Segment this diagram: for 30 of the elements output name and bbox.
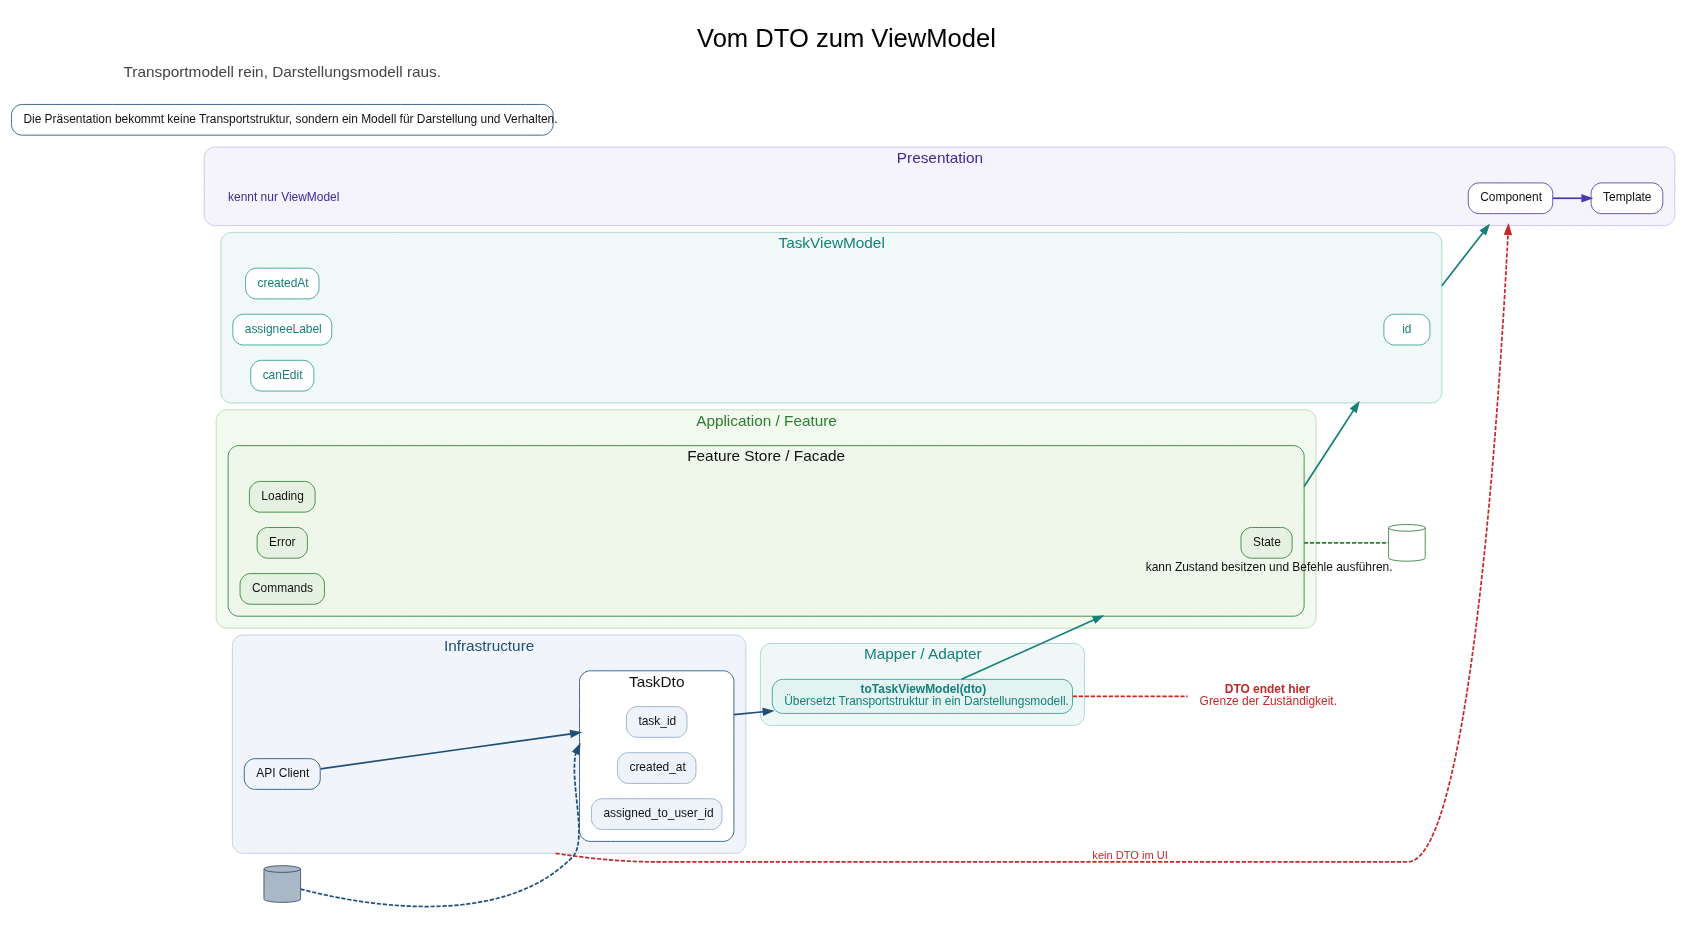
node-box: Template	[1590, 182, 1664, 214]
node-box: Component	[1467, 182, 1554, 214]
node-box: API Client	[243, 757, 321, 790]
node-box: assigneeLabel	[232, 313, 333, 345]
node-box: State	[1240, 526, 1293, 559]
arrow	[1441, 223, 1491, 286]
node-text: kennt nur ViewModel	[228, 189, 340, 204]
arrow	[319, 729, 583, 770]
arrow	[299, 742, 581, 907]
node-box: task_id	[626, 705, 688, 738]
node-box: Commands	[239, 572, 325, 605]
node-box: createdAt	[245, 267, 320, 299]
label: Transportmodell rein, Darstellungsmodell raus.	[123, 62, 442, 80]
arrow	[960, 614, 1105, 680]
diagram-title: Vom DTO zum ViewModel	[697, 23, 996, 52]
node-box: created_at	[617, 751, 697, 784]
arrow	[1303, 400, 1360, 487]
node-box: id	[1383, 313, 1431, 345]
node-text: DTO endet hier Grenze der Zuständigkeit.	[1199, 681, 1337, 708]
node-box: toTaskViewModel(dto) Übersetzt Transportstruktur in ein Darstellungsmodell.	[771, 678, 1073, 714]
arrow	[1551, 193, 1594, 202]
connector	[1071, 695, 1189, 697]
edge-label: kein DTO im UI	[1092, 848, 1168, 861]
node-box: Loading	[249, 480, 316, 513]
arrow	[554, 222, 1513, 863]
node-box: canEdit	[250, 359, 315, 391]
node-label: kann Zustand besitzen und Befehle ausführen.	[1145, 559, 1393, 574]
arrow	[733, 707, 775, 716]
node-box: Error	[256, 526, 308, 559]
node-box: assigned_to_user_id	[591, 797, 723, 830]
